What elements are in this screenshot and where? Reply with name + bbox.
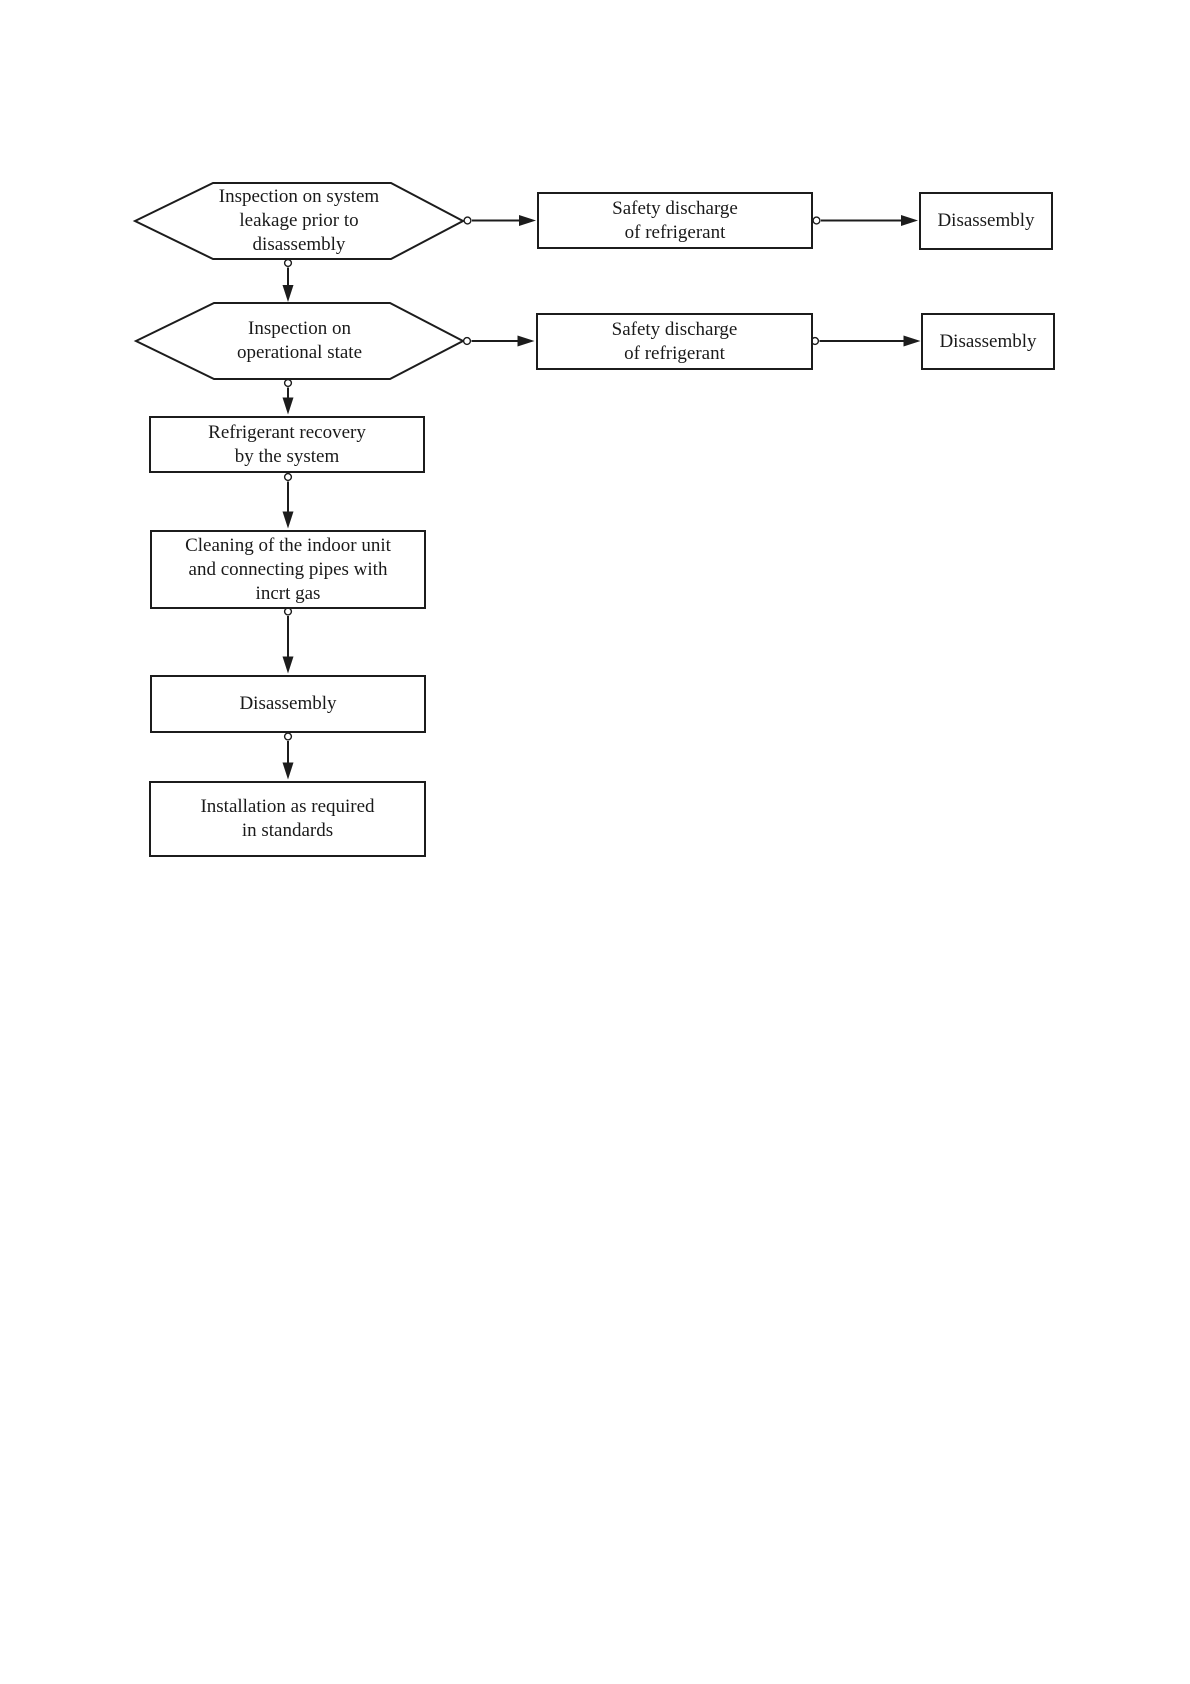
node-label: Safety discharge of refrigerant (611, 318, 738, 364)
node-refrigerant-recovery: Refrigerant recovery by the system (149, 416, 425, 473)
connector-origin-dot (462, 336, 472, 346)
arrow-disassembly-to-installation (282, 732, 294, 780)
connector-origin-dot (283, 378, 293, 388)
node-disassembly-branch-2: Disassembly (921, 313, 1055, 370)
arrowhead-icon (282, 656, 294, 674)
connector-origin-dot (283, 472, 293, 482)
node-disassembly-branch-1: Disassembly (919, 192, 1053, 250)
arrowhead-icon (282, 511, 294, 529)
arrowhead-icon (519, 215, 536, 226)
arrowhead-icon (282, 285, 294, 302)
arrowhead-icon (901, 215, 918, 226)
arrow-cleaning-to-disassembly (282, 607, 294, 674)
arrow-safety2-to-disassembly2 (810, 335, 921, 347)
connector-origin-dot (812, 216, 821, 225)
node-label: Inspection on operational state (236, 318, 363, 363)
node-label: Disassembly (937, 210, 1035, 231)
arrow-operational-to-safety2 (462, 335, 535, 347)
arrow-operational-to-recovery (282, 378, 294, 415)
node-inspection-leakage: Inspection on system leakage prior to di… (135, 183, 463, 259)
connector-origin-dot (283, 258, 293, 268)
node-cleaning-inert-gas: Cleaning of the indoor unit and connecti… (150, 530, 426, 609)
node-safety-discharge-2: Safety discharge of refrigerant (536, 313, 813, 370)
node-disassembly-main: Disassembly (150, 675, 426, 733)
node-installation-standards: Installation as required in standards (149, 781, 426, 857)
arrow-recovery-to-cleaning (282, 472, 294, 529)
arrow-leakage-to-safety1 (463, 215, 536, 226)
node-label: Safety discharge of refrigerant (612, 197, 738, 243)
arrowhead-icon (282, 762, 294, 780)
node-label: Disassembly (239, 693, 337, 714)
connector-origin-dot (283, 732, 293, 741)
node-label: Cleaning of the indoor unit and connecti… (185, 534, 391, 604)
arrow-safety1-to-disassembly1 (812, 215, 918, 226)
node-label: Disassembly (939, 330, 1037, 352)
node-inspection-operational: Inspection on operational state (136, 303, 463, 379)
node-label: Installation as required in standards (200, 796, 375, 841)
node-safety-discharge-1: Safety discharge of refrigerant (537, 192, 813, 249)
node-label: Inspection on system leakage prior to di… (218, 186, 380, 255)
connector-origin-dot (283, 607, 293, 616)
arrow-leakage-to-operational (282, 258, 294, 302)
arrowhead-icon (903, 335, 921, 347)
hexagon-inspection-leakage-shape (132, 182, 466, 260)
connector-origin-dot (463, 216, 472, 225)
arrowhead-icon (282, 397, 294, 415)
node-label: Refrigerant recovery by the system (208, 421, 366, 467)
arrowhead-icon (517, 335, 535, 347)
